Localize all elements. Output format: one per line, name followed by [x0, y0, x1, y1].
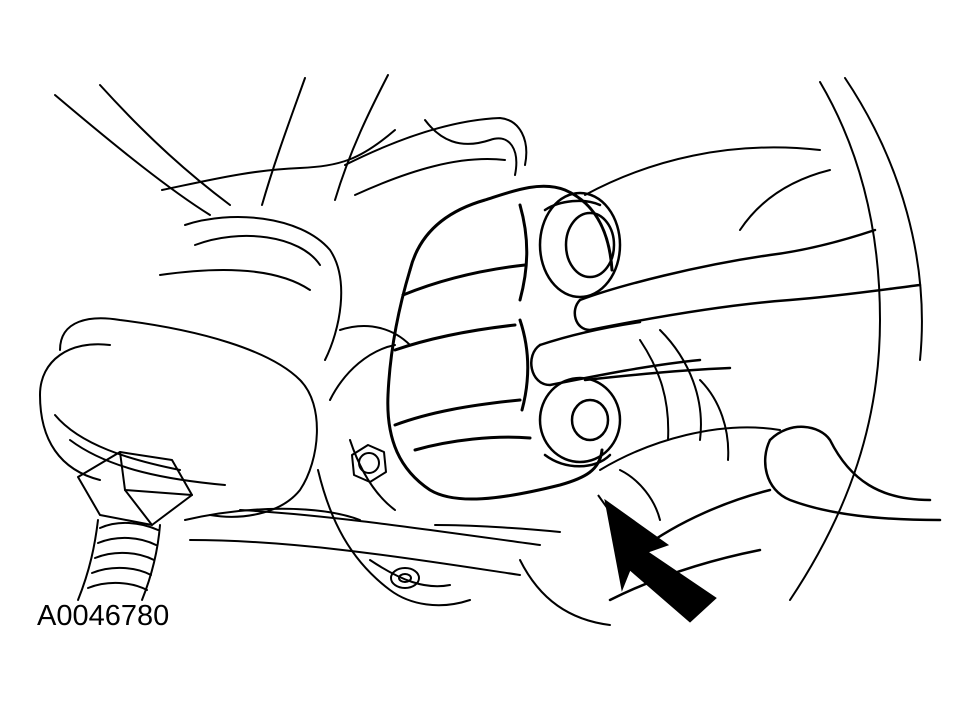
background-linework — [54, 74, 923, 601]
hex-nut — [77, 451, 193, 526]
detail-lines — [434, 329, 730, 533]
callout-arrow-icon — [597, 494, 717, 623]
bushing-sleeve — [538, 191, 622, 468]
bushing — [386, 184, 614, 501]
lower-bolt — [390, 567, 420, 589]
threaded-rod — [77, 519, 161, 601]
control-arm-housing — [317, 117, 781, 626]
figure-id-label: A0046780 — [37, 600, 170, 632]
press-tool-body — [39, 216, 541, 576]
housing-bolt — [351, 444, 387, 483]
tool-rod — [530, 228, 922, 387]
